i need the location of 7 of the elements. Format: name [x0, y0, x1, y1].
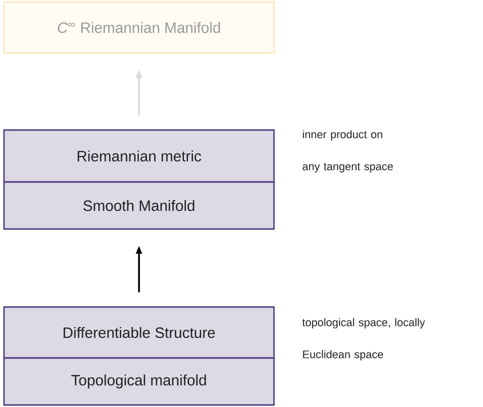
stack-box: Differentiable Structure [3, 306, 275, 359]
stack-box: Topological manifold [3, 357, 275, 406]
stack-box: Riemannian metric [3, 129, 275, 183]
side-note: inner product on any tangent space [302, 130, 393, 172]
side-note: topological space, locally Euclidean space [302, 318, 426, 360]
stack-box: Smooth Manifold [3, 181, 275, 230]
stack-box: C$^{∞}$ Riemannian Manifold [3, 1, 275, 54]
